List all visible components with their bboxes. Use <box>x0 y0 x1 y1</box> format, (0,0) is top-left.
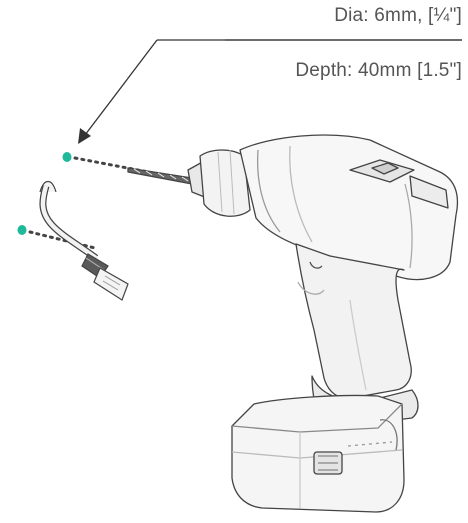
diameter-label: Dia: 6mm, [¼"] <box>334 5 462 26</box>
hole-marker-bottom <box>17 225 27 235</box>
cable-path-dots <box>28 230 97 250</box>
leader-arrow <box>78 39 462 144</box>
depth-label: Depth: 40mm [1.5"] <box>295 60 462 81</box>
cordless-drill-icon <box>127 134 459 513</box>
ethernet-cable-icon <box>39 180 129 301</box>
hole-marker-top <box>62 152 72 162</box>
